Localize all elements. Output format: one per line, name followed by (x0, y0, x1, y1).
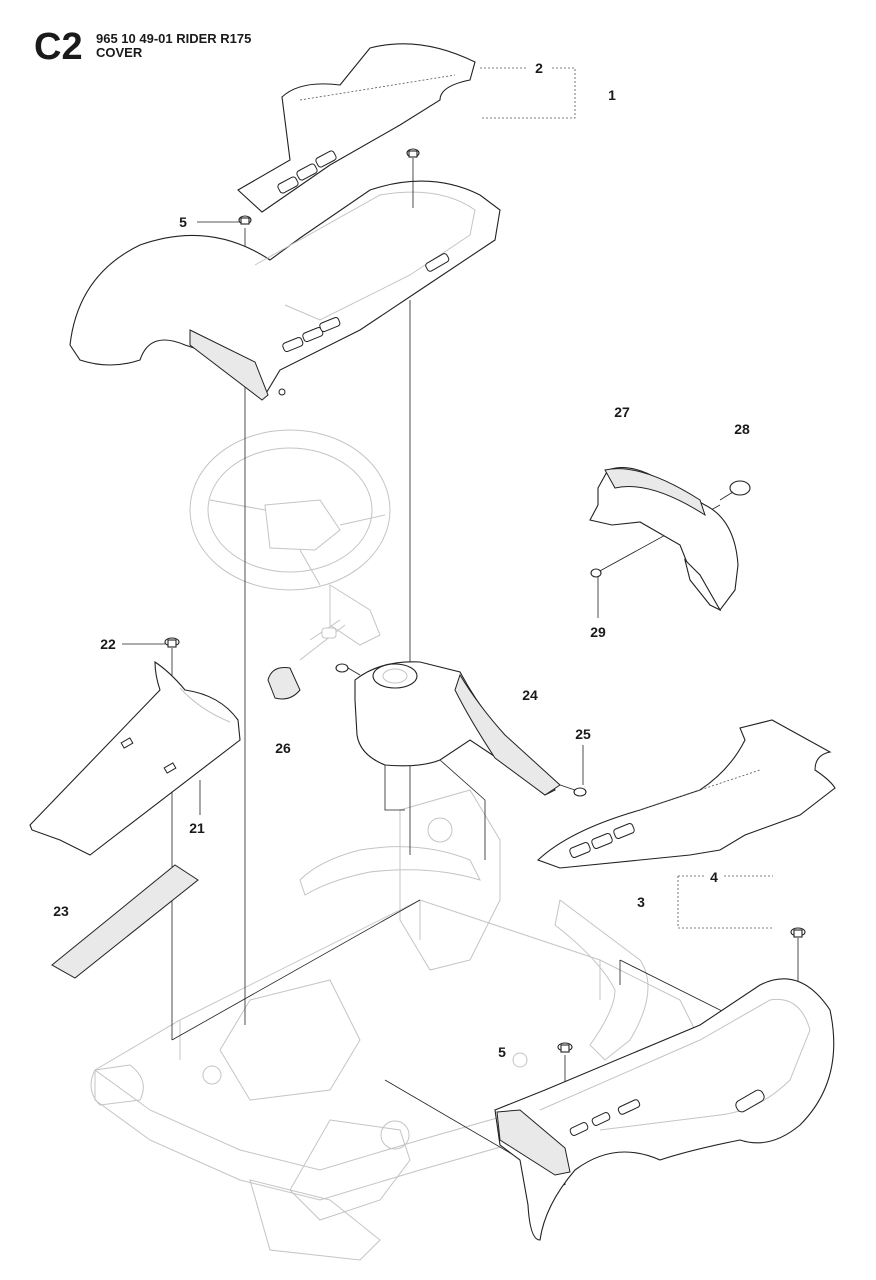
callout-5-bottom: 5 (498, 1044, 506, 1060)
model-line: 965 10 49-01 RIDER R175 (96, 31, 252, 46)
screw-23 (164, 637, 180, 648)
callout-24: 24 (522, 687, 538, 703)
callout-2: 2 (535, 60, 543, 76)
callout-27: 27 (614, 404, 630, 420)
section-title: COVER (96, 45, 143, 60)
part-29-washer (590, 568, 602, 578)
part-26-knob (267, 619, 346, 700)
callout-22: 23 (53, 903, 69, 919)
part-4-mat (536, 719, 836, 869)
part-1-fender-cover (69, 180, 501, 401)
callout-25: 25 (575, 726, 591, 742)
callout-29: 29 (590, 624, 606, 640)
part-22-strip (51, 864, 199, 979)
callout-26: 26 (275, 740, 291, 756)
part-24-console (335, 661, 561, 796)
callout-4: 4 (710, 869, 718, 885)
callout-3: 3 (637, 894, 645, 910)
callout-5-top: 5 (179, 214, 187, 230)
part-21-side-panel (29, 660, 241, 856)
part-28-clip (719, 480, 751, 501)
screw-25 (559, 784, 587, 797)
callout-1: 1 (608, 87, 616, 103)
callout-28: 28 (734, 421, 750, 437)
section-code: C2 (34, 26, 83, 68)
screw-5-bottom (557, 927, 806, 1053)
part-3-fender-cover (494, 978, 835, 1241)
steering-wheel-ghost (189, 429, 391, 646)
screw-5-top (238, 148, 420, 225)
part-2-mat (237, 43, 476, 213)
part-27-cover (589, 467, 739, 612)
callout-21: 21 (189, 820, 205, 836)
callout-23: 22 (100, 636, 116, 652)
